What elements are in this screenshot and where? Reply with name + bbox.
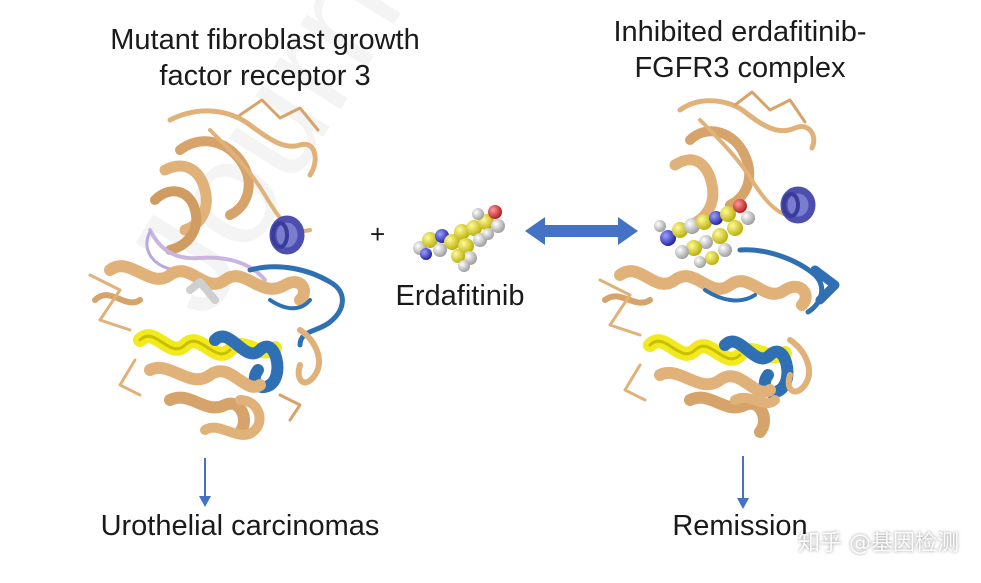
right-panel-title: Inhibited erdafitinib- FGFR3 complex (560, 14, 920, 87)
erdafitinib-molecule (413, 205, 505, 272)
double-headed-arrow-icon (525, 217, 638, 245)
right-outcome-label: Remission (672, 510, 808, 542)
left-panel-title: Mutant fibroblast growth factor receptor… (60, 22, 470, 95)
inhibited-complex-structure (598, 90, 840, 438)
plus-sign: + (370, 219, 386, 249)
bound-erdafitinib (654, 199, 755, 268)
down-arrow-icon (199, 458, 211, 507)
mutant-fgfr3-structure (88, 98, 345, 440)
left-title-line-2: factor receptor 3 (159, 60, 371, 93)
right-title-line-1: Inhibited erdafitinib- (613, 16, 867, 48)
drug-name-label: Erdafitinib (395, 280, 525, 312)
right-title-line-2: FGFR3 complex (634, 52, 846, 85)
left-title-line-1: Mutant fibroblast growth (110, 24, 420, 56)
zhihu-watermark: 知乎 @基因检测 (798, 531, 959, 556)
left-outcome-label: Urothelial carcinomas (100, 510, 380, 542)
down-arrow-icon (737, 456, 749, 509)
